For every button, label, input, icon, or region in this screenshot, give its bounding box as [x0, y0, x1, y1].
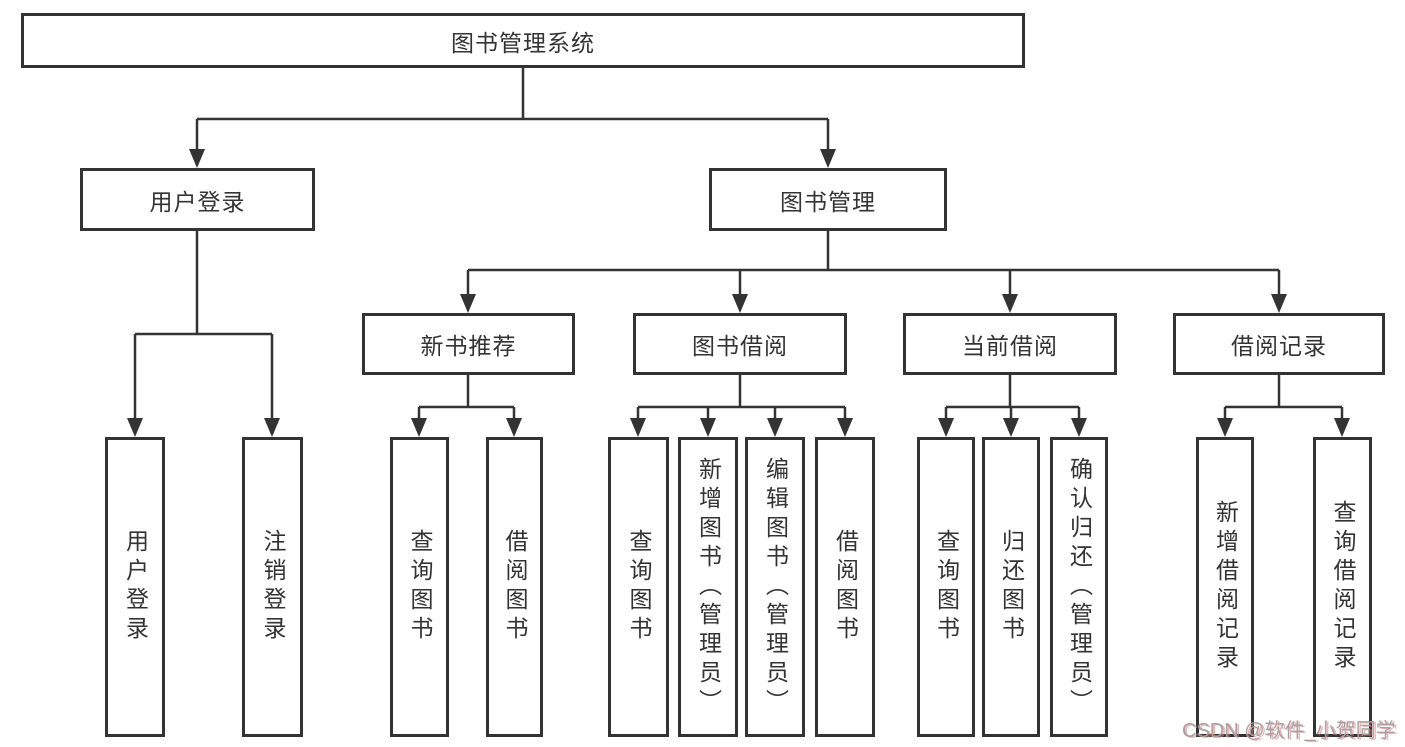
- connector-root-to-level2: [195, 68, 830, 165]
- connector-book-management-to-level3: [466, 231, 1281, 310]
- connector-borrow-records-to-leaves: [1223, 375, 1344, 434]
- connector-user-login-to-leaves: [133, 231, 274, 434]
- connector-new-book-to-leaves: [417, 375, 516, 434]
- leaf-current-return-books: 归还图书: [982, 437, 1040, 737]
- node-root: 图书管理系统: [21, 13, 1025, 68]
- node-book-management: 图书管理: [709, 168, 947, 231]
- csdn-watermark: CSDN @软件_小贺同学: [1182, 720, 1396, 742]
- node-user-login: 用户登录: [80, 168, 315, 231]
- leaf-current-query-books: 查询图书: [917, 437, 975, 737]
- leaf-newbook-borrow-books: 借阅图书: [486, 437, 543, 737]
- leaf-records-query-record: 查询借阅记录: [1313, 437, 1372, 737]
- node-new-book-recommend: 新书推荐: [362, 313, 575, 375]
- leaf-records-add-record: 新增借阅记录: [1196, 437, 1254, 737]
- node-borrow-records: 借阅记录: [1173, 313, 1385, 375]
- connector-book-borrow-to-leaves: [636, 375, 847, 434]
- leaf-logout: 注销登录: [242, 437, 303, 737]
- leaf-borrow-add-books-admin: 新增图书（管理员）: [678, 437, 738, 737]
- leaf-current-confirm-return-admin: 确认归还（管理员）: [1050, 437, 1108, 737]
- node-current-borrow: 当前借阅: [903, 313, 1117, 375]
- leaf-user-login: 用户登录: [105, 437, 165, 737]
- leaf-borrow-query-books: 查询图书: [608, 437, 669, 737]
- node-book-borrow: 图书借阅: [633, 313, 847, 375]
- leaf-borrow-borrow-books: 借阅图书: [815, 437, 875, 737]
- leaf-newbook-query-books: 查询图书: [390, 437, 449, 737]
- leaf-borrow-edit-books-admin: 编辑图书（管理员）: [745, 437, 805, 737]
